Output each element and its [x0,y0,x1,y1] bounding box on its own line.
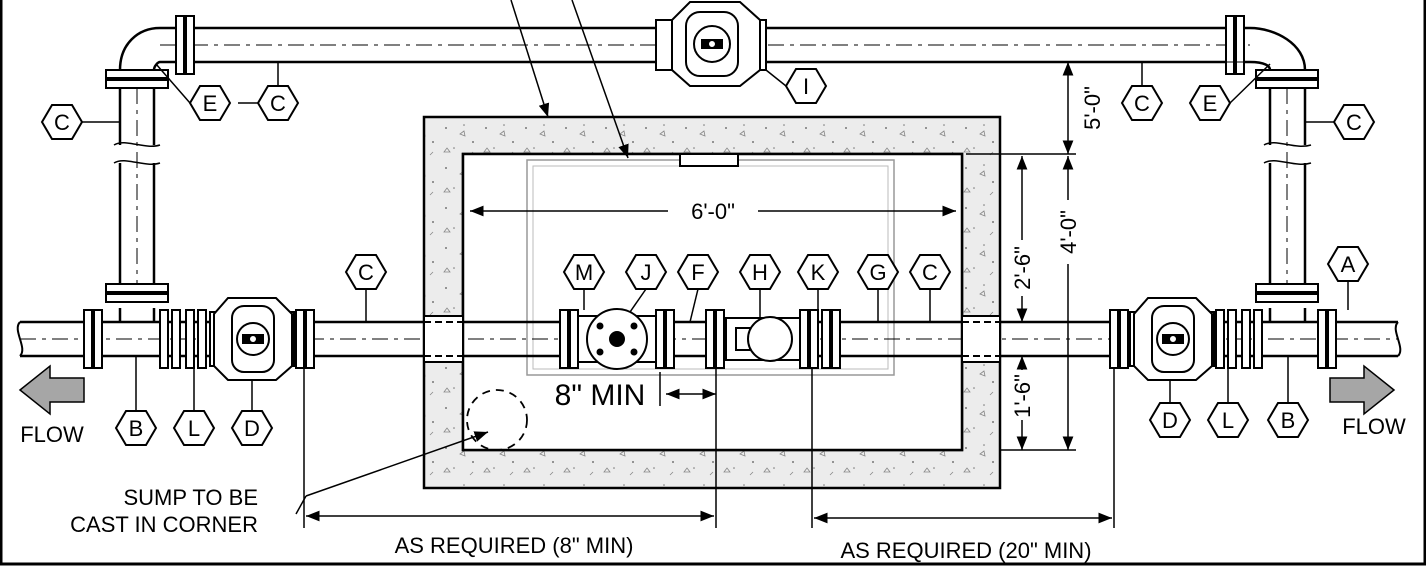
svg-text:FLOW: FLOW [1342,414,1406,439]
svg-text:I: I [803,74,809,99]
check-valve-h [725,316,801,362]
svg-text:K: K [811,260,826,285]
hatch-handle [679,153,739,167]
dimension-lines [295,61,1254,528]
tag-l-left: L [172,410,216,446]
dim-inner-top: 2'-6" [1010,246,1035,290]
dim-valve-spacing: 8" MIN [555,379,646,412]
tag-a: A [1326,246,1370,282]
svg-text:L: L [188,416,200,441]
dim-as-required-right: AS REQUIRED (20" MIN) [840,538,1091,563]
svg-text:B: B [1281,408,1296,433]
tag-d-right: D [1148,402,1192,438]
tag-h: H [738,254,782,290]
dim-vault-width: 6'-0" [691,199,735,224]
svg-text:F: F [691,260,704,285]
gate-valve-left [209,297,295,381]
tag-k: K [796,254,840,290]
arrow-right-icon [1329,364,1396,416]
tag-d-left: D [230,410,274,446]
tag-c-top-left: C [256,85,300,121]
svg-text:C: C [1134,91,1150,116]
flow-arrow-right: FLOW [1329,364,1406,439]
tag-layer: C E C I C E C C M J F H K G C A B L D D … [40,68,1376,446]
bypass-valve-top [655,1,767,87]
tag-leaders [82,62,1349,411]
svg-text:J: J [641,260,652,285]
arrow-left-icon [18,364,85,416]
svg-text:B: B [129,416,144,441]
tag-i: I [784,68,828,104]
note-sump-line2: CAST IN CORNER [70,512,258,537]
gate-valve-right [1129,297,1215,381]
svg-text:E: E [203,91,218,116]
concrete-vault [422,115,1002,490]
dimension-labels: 6'-0" 5'-0" 2'-6" 4'-0" 1'-6" 8" MIN AS … [70,86,1105,563]
tag-b-right: B [1266,402,1310,438]
dim-bypass-offset: 5'-0" [1080,86,1105,130]
tag-e-top-left: E [188,85,232,121]
tag-c-left-riser: C [40,104,84,140]
tag-c-main-left: C [344,254,388,290]
svg-text:A: A [1341,252,1356,277]
svg-text:E: E [1203,91,1218,116]
svg-text:C: C [358,260,374,285]
svg-text:C: C [922,260,938,285]
tag-g: G [856,254,900,290]
tag-m: M [562,254,606,290]
leader-vault [510,0,550,118]
svg-text:FLOW: FLOW [20,422,84,447]
dim-inner-total: 4'-0" [1056,210,1081,254]
svg-text:M: M [575,260,593,285]
tag-e-top-right: E [1188,85,1232,121]
tag-b-left: B [114,410,158,446]
leader-hatch [571,0,629,159]
dim-inner-bottom: 1'-6" [1010,374,1035,418]
svg-text:C: C [270,91,286,116]
tag-c-main-right: C [908,254,952,290]
dim-as-required-left: AS REQUIRED (8" MIN) [395,533,634,558]
flow-arrow-left: FLOW [18,364,85,447]
tag-c-top-right: C [1120,85,1164,121]
tag-c-right-riser: C [1332,104,1376,140]
svg-text:D: D [1162,408,1178,433]
svg-text:C: C [54,110,70,135]
svg-text:H: H [752,260,768,285]
sump-circle [466,389,528,451]
note-sump-line1: SUMP TO BE [124,485,259,510]
svg-text:C: C [1346,110,1362,135]
svg-text:D: D [244,416,260,441]
tag-j: J [624,254,668,290]
svg-text:G: G [869,260,886,285]
tag-l-right: L [1206,402,1250,438]
meter-j [577,308,657,370]
svg-text:L: L [1222,408,1234,433]
tag-f: F [676,254,720,290]
flanges [83,15,1337,369]
